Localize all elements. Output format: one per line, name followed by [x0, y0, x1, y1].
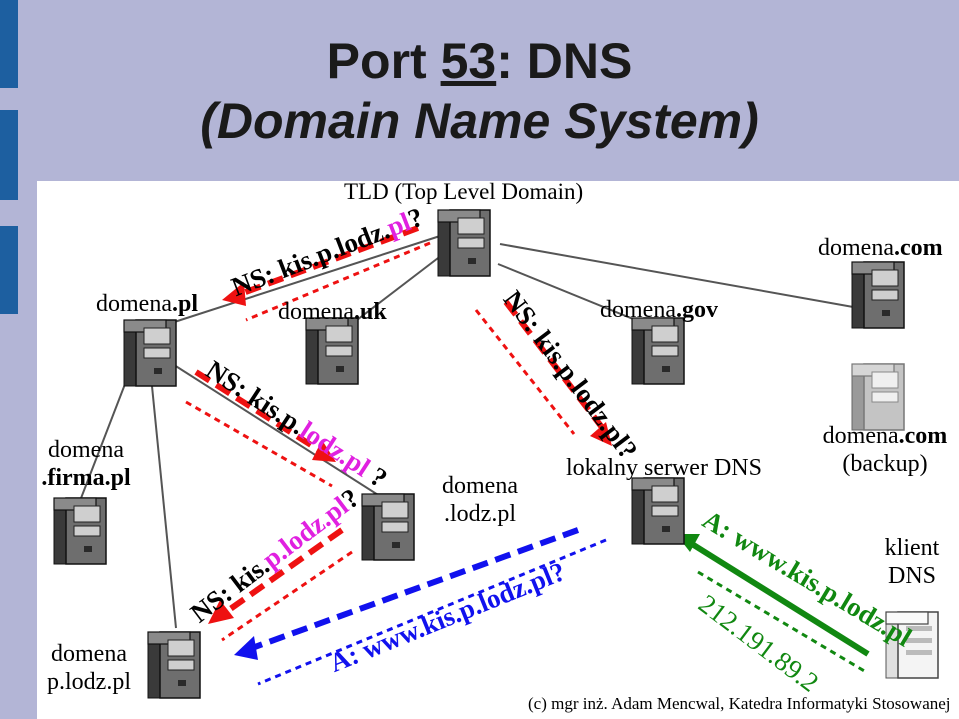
node-label-com: domena.com — [818, 235, 943, 261]
node-label-pl: domena.pl — [96, 291, 198, 317]
server-tld-icon — [437, 209, 491, 277]
left-accent-bar — [0, 0, 18, 88]
server-lodz-icon — [361, 493, 415, 561]
server-gov-icon — [631, 317, 685, 385]
query-arrows-blue — [234, 527, 607, 686]
credit-line: (c) mgr inż. Adam Mencwal, Katedra Infor… — [528, 694, 951, 713]
query-arrows-red — [185, 225, 612, 642]
left-accent-bar — [0, 110, 18, 200]
left-accent-bar — [0, 226, 18, 314]
server-uk-icon — [305, 317, 359, 385]
link-pl-plodz — [149, 365, 177, 629]
node-label-gov: domena.gov — [600, 297, 718, 323]
node-label-lodz: domena .lodz.pl — [442, 473, 518, 527]
tld-label: TLD (Top Level Domain) — [344, 179, 584, 204]
link-tld-com — [499, 243, 871, 311]
diagram-panel — [37, 181, 959, 719]
node-label-com-backup: domena.com (backup) — [822, 423, 948, 477]
server-local-dns-icon — [631, 477, 685, 545]
node-label-client: klient DNS — [884, 535, 940, 589]
link-tld-pl — [161, 235, 441, 327]
node-label-plodz: domena p.lodz.pl — [47, 641, 131, 695]
server-com-icon — [851, 261, 905, 329]
node-label-firma: domena .firma.pl — [41, 437, 131, 491]
server-pl-icon — [123, 319, 177, 387]
node-label-local-dns: lokalny serwer DNS — [566, 455, 762, 481]
server-com-backup-icon — [851, 363, 905, 431]
link-pl-lodz — [159, 355, 387, 501]
server-plodz-icon — [147, 631, 201, 699]
slide-subtitle: (Domain Name System) — [200, 93, 759, 149]
server-firma-icon — [53, 497, 107, 565]
node-label-uk: domena.uk — [278, 299, 387, 325]
slide-title: Port 53: DNS — [326, 33, 633, 89]
